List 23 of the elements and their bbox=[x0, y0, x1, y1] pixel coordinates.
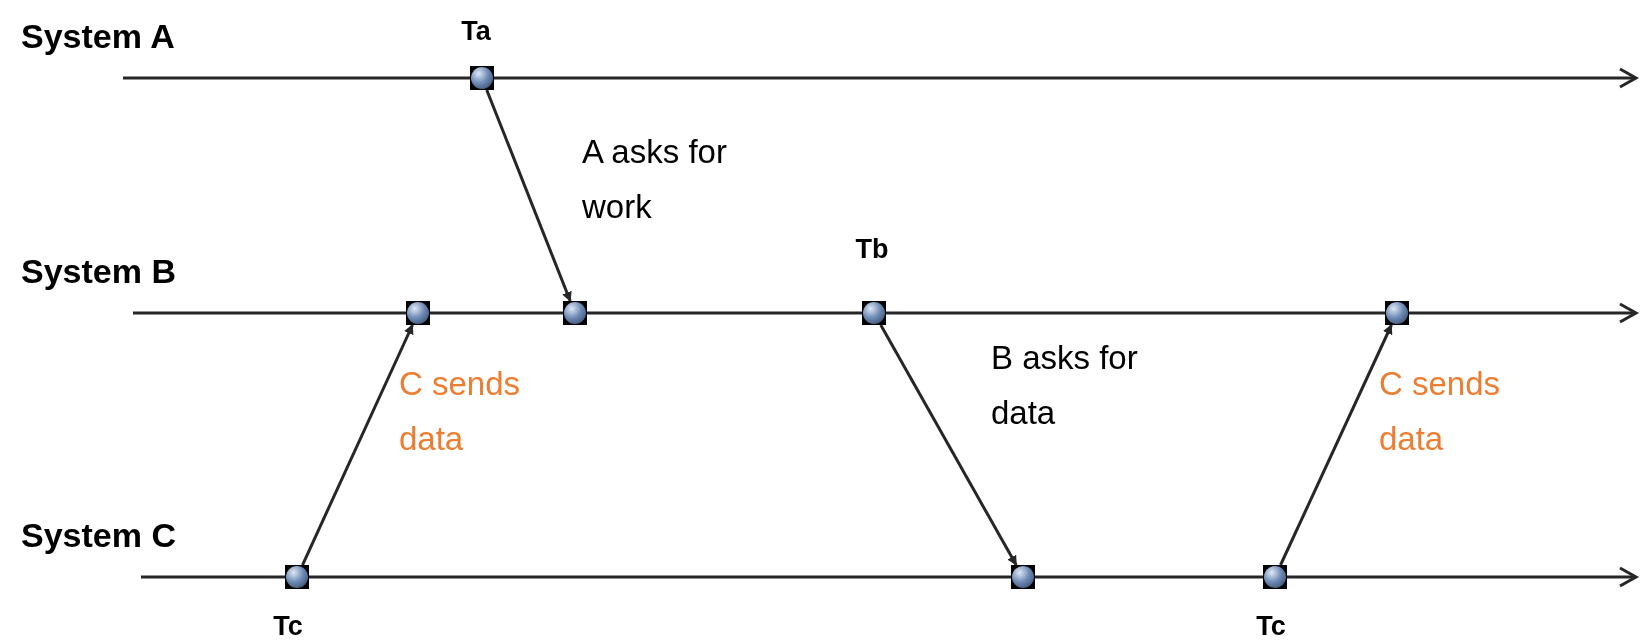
time-label: Tc bbox=[1256, 610, 1286, 642]
time-label: Tc bbox=[273, 610, 303, 642]
edge-label: C sends data bbox=[399, 364, 522, 459]
timeline-label: System B bbox=[21, 251, 176, 292]
event-marker bbox=[1385, 301, 1409, 325]
edge-label: C sends data bbox=[1379, 364, 1502, 459]
event-marker bbox=[470, 66, 494, 90]
timeline-label: System A bbox=[21, 16, 175, 57]
edge-label: A asks for work bbox=[582, 132, 728, 227]
event-marker bbox=[862, 301, 886, 325]
arrow bbox=[485, 89, 572, 302]
event-marker bbox=[406, 301, 430, 325]
time-label: Tb bbox=[855, 233, 889, 265]
arrow bbox=[301, 324, 414, 566]
event-marker bbox=[1263, 565, 1287, 589]
edge-label: B asks for data bbox=[991, 338, 1139, 433]
timeline-label: System C bbox=[21, 515, 176, 556]
arrow bbox=[879, 324, 1018, 566]
event-marker bbox=[563, 301, 587, 325]
time-label: Ta bbox=[461, 15, 491, 47]
arrow bbox=[1279, 324, 1393, 566]
event-marker bbox=[285, 565, 309, 589]
event-marker bbox=[1011, 565, 1035, 589]
